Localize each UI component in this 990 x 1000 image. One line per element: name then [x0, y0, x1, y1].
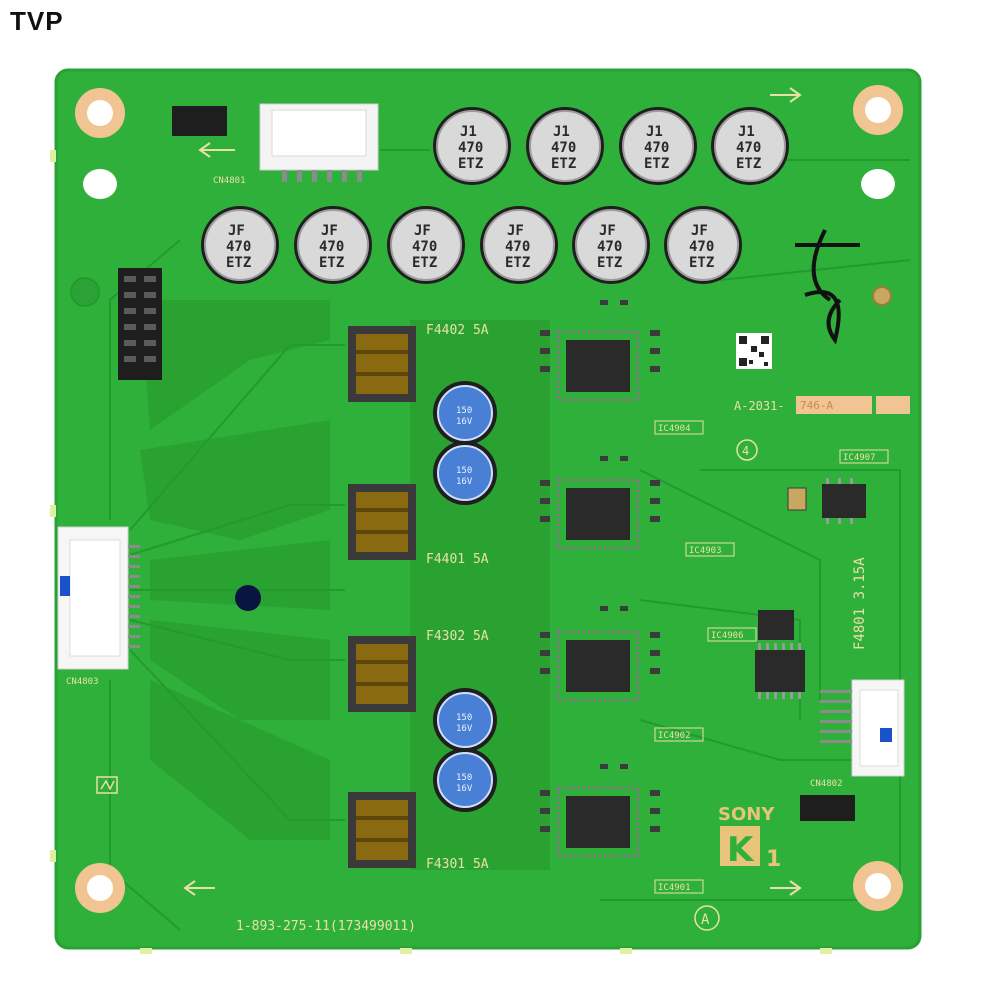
board-code: A-2031-	[734, 399, 785, 413]
ic-labels: IC4904 IC4903 IC4906 IC4902 IC4901 IC490…	[654, 420, 889, 894]
board-code-sticker	[796, 396, 872, 414]
label-cn4801: CN4801	[213, 176, 246, 186]
part-number: 1-893-275-11(173499011)	[236, 919, 416, 934]
svg-text:JF: JF	[414, 223, 431, 239]
2d-code	[736, 333, 772, 369]
svg-text:ETZ: ETZ	[412, 255, 437, 271]
svg-text:470: 470	[412, 239, 437, 255]
board-code-suffix: 746-A	[800, 399, 833, 412]
svg-text:470: 470	[551, 140, 576, 156]
svg-text:J1: J1	[646, 124, 663, 140]
label-ic4907: IC4907	[843, 453, 876, 463]
capacitors-top-row: J1 470 ETZ J1 470 ETZ J1 470 ETZ J1 470 …	[433, 107, 789, 185]
svg-text:150: 150	[456, 773, 472, 783]
label-f4801: F4801 3.15A	[852, 557, 868, 650]
svg-text:A: A	[701, 912, 710, 928]
svg-text:150: 150	[456, 406, 472, 416]
svg-text:ETZ: ETZ	[226, 255, 251, 271]
label-f4302: F4302 5A	[426, 629, 489, 644]
svg-text:ETZ: ETZ	[319, 255, 344, 271]
label-cn4803: CN4803	[66, 677, 99, 687]
connector-cn4801	[259, 103, 379, 182]
label-f4301: F4301 5A	[426, 857, 489, 872]
svg-text:16V: 16V	[456, 724, 473, 734]
svg-text:470: 470	[689, 239, 714, 255]
main-ics	[556, 330, 640, 858]
smd-components	[540, 300, 660, 832]
svg-text:470: 470	[226, 239, 251, 255]
svg-text:470: 470	[644, 140, 669, 156]
svg-text:ETZ: ETZ	[736, 156, 761, 172]
svg-text:ETZ: ETZ	[505, 255, 530, 271]
pad-block-2	[800, 795, 855, 821]
svg-text:JF: JF	[228, 223, 245, 239]
svg-text:JF: JF	[507, 223, 524, 239]
edge-tabs	[50, 150, 832, 954]
fuse-inductors	[348, 326, 416, 868]
label-ic4903: IC4903	[689, 546, 722, 556]
circle-marker-a: A	[694, 905, 720, 931]
svg-text:ETZ: ETZ	[551, 156, 576, 172]
connector-cn4802	[820, 679, 905, 777]
silk-arrows	[183, 87, 802, 896]
ic4906-chip	[755, 610, 805, 699]
label-ic4901: IC4901	[658, 883, 691, 893]
circle-marker-4: 4	[736, 439, 758, 461]
pad-block	[172, 106, 227, 136]
svg-text:J1: J1	[553, 124, 570, 140]
svg-text:470: 470	[736, 140, 761, 156]
label-f4401: F4401 5A	[426, 552, 489, 567]
handwritten-mark	[795, 229, 860, 345]
label-cn4802: CN4802	[810, 779, 843, 789]
svg-text:470: 470	[319, 239, 344, 255]
connector-cn4803	[57, 526, 140, 670]
svg-text:16V: 16V	[456, 477, 473, 487]
capacitors-blue: 150 16V 150 16V 150 16V 150 16V	[433, 381, 497, 812]
resistor-array-left	[118, 268, 162, 380]
capacitors-second-row: JF 470 ETZ JF 470 ETZ JF 470 ETZ JF 470 …	[201, 206, 742, 284]
sony-k1-logo: SONY K 1	[718, 804, 781, 872]
svg-text:150: 150	[456, 466, 472, 476]
label-ic4906: IC4906	[711, 631, 744, 641]
label-ic4902: IC4902	[658, 731, 691, 741]
traces	[109, 149, 911, 931]
svg-text:1: 1	[766, 847, 781, 872]
svg-text:470: 470	[597, 239, 622, 255]
svg-text:150: 150	[456, 713, 472, 723]
label-ic4904: IC4904	[658, 424, 691, 434]
svg-text:ETZ: ETZ	[644, 156, 669, 172]
svg-text:16V: 16V	[456, 784, 473, 794]
svg-text:JF: JF	[321, 223, 338, 239]
mounting-holes	[70, 85, 903, 913]
svg-text:470: 470	[505, 239, 530, 255]
label-f4402: F4402 5A	[426, 323, 489, 338]
svg-text:4: 4	[742, 444, 749, 458]
cert-mark	[96, 776, 118, 794]
ic4907-chip	[787, 478, 866, 524]
svg-text:470: 470	[458, 140, 483, 156]
svg-text:ETZ: ETZ	[597, 255, 622, 271]
svg-text:K: K	[727, 830, 755, 870]
brand-title: TVP	[10, 6, 64, 36]
svg-text:ETZ: ETZ	[689, 255, 714, 271]
svg-text:JF: JF	[691, 223, 708, 239]
svg-text:SONY: SONY	[718, 804, 775, 825]
svg-text:JF: JF	[599, 223, 616, 239]
svg-text:J1: J1	[738, 124, 755, 140]
svg-text:ETZ: ETZ	[458, 156, 483, 172]
svg-text:16V: 16V	[456, 417, 473, 427]
svg-text:J1: J1	[460, 124, 477, 140]
